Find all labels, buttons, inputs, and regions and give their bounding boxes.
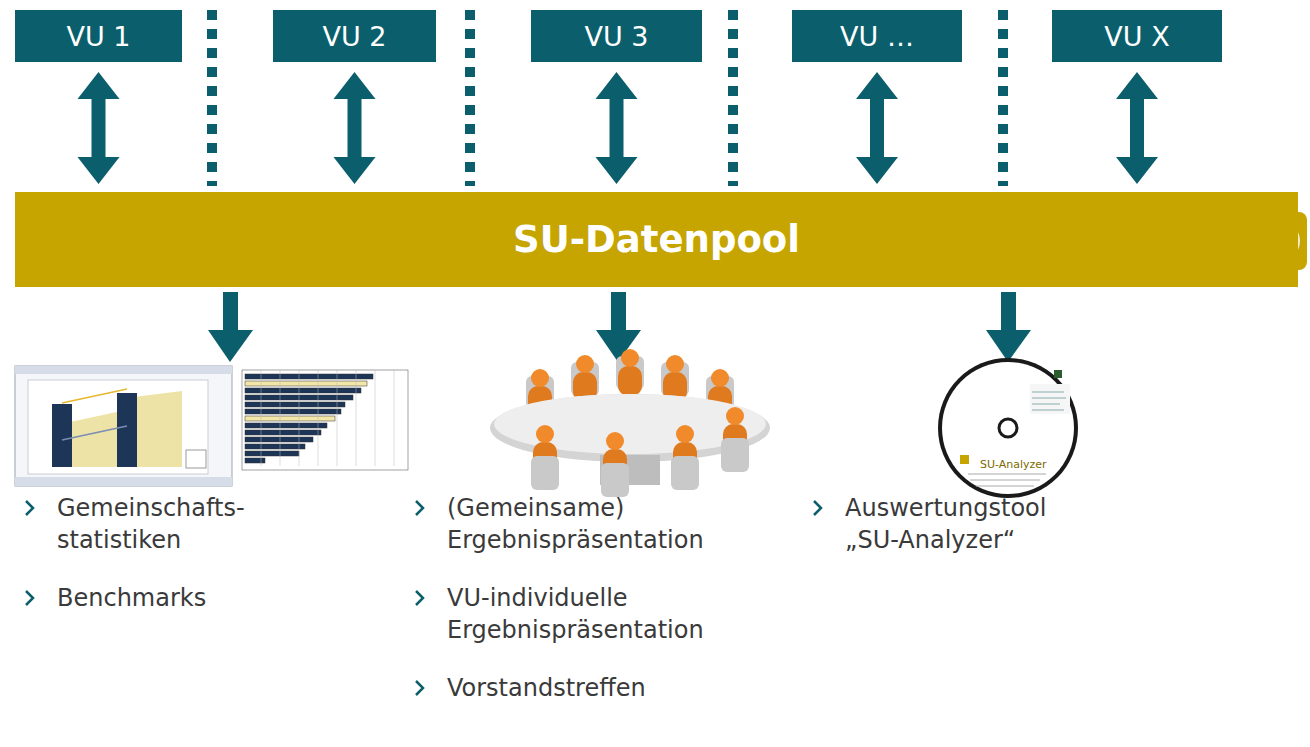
spreadsheet-chart: [15, 366, 232, 486]
company-box: VU X: [1052, 10, 1222, 62]
bullet-text: Auswertungstool „SU-Analyzer“: [845, 492, 1095, 556]
bullet-text: VU-individuelle Ergebnispräsentation: [447, 582, 777, 646]
separator: [728, 10, 738, 186]
separator: [465, 10, 475, 186]
bullet-text: (Gemeinsame) Ergebnispräsentation: [447, 492, 777, 556]
separator: [998, 10, 1008, 186]
node-label: VU …: [840, 21, 914, 52]
node-label: SU-Datenpool: [513, 218, 800, 261]
cd-disc: [938, 358, 1078, 498]
company-box: VU …: [792, 10, 962, 62]
company-box: VU 3: [531, 10, 702, 62]
company-box: VU 1: [15, 10, 182, 62]
meeting-illustration: [490, 349, 770, 497]
node-label: VU 3: [585, 21, 649, 52]
down-arrow: [208, 292, 1031, 362]
double-arrow: [596, 72, 638, 184]
separator: [207, 10, 217, 186]
bullet-text: Gemeinschafts- statistiken: [57, 492, 297, 556]
bullet-text: Vorstandstreffen: [447, 672, 777, 704]
bullet-text: Benchmarks: [57, 582, 357, 614]
company-box: VU 2: [273, 10, 436, 62]
data-pool-band: SU-Datenpool: [15, 192, 1298, 287]
bar-chart: [242, 370, 408, 470]
double-arrow: [856, 72, 898, 184]
double-arrow: [334, 72, 376, 184]
node-label: VU 1: [67, 21, 131, 52]
double-arrow: [1116, 72, 1158, 184]
double-arrow: [78, 72, 120, 184]
node-label: VU 2: [323, 21, 387, 52]
node-label: VU X: [1104, 21, 1169, 52]
disc-label: SU-Analyzer: [978, 458, 1049, 471]
